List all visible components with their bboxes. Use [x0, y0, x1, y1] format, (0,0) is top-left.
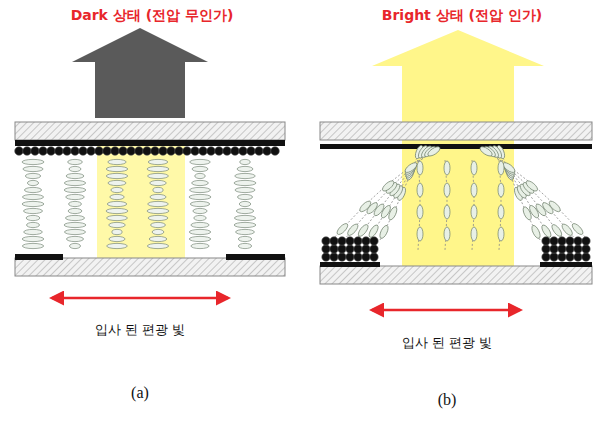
polarization-arrow — [52, 297, 228, 300]
bottom-electrode-right — [226, 254, 285, 260]
state-title: Dark 상태 (전압 무인가) — [71, 7, 234, 25]
panel-label: (a) — [131, 384, 149, 402]
dark-state-cell — [15, 28, 285, 298]
top-glass — [320, 122, 592, 140]
bright-state-cell — [320, 30, 592, 310]
bottom-electrode-left — [320, 262, 380, 267]
bottom-electrode-right — [540, 262, 592, 267]
field-lines — [332, 150, 588, 250]
incident-light-label: 입사 된 편광 빛 — [95, 321, 185, 339]
panel-label: (b) — [438, 391, 457, 409]
top-glass — [15, 122, 285, 140]
bottom-glass — [15, 258, 285, 276]
top-electrode — [15, 140, 285, 146]
vertical-lc-molecules — [22, 159, 256, 248]
blocked-light-arrow — [72, 28, 208, 118]
state-title: Bright 상태 (전압 인가) — [382, 7, 542, 25]
horizontal-lc-row — [15, 147, 280, 156]
polarization-arrow — [372, 309, 520, 312]
tilted-lc-molecules — [335, 144, 584, 241]
bottom-electrode-left — [15, 254, 63, 260]
bottom-glass — [320, 266, 592, 284]
incident-light-label: 입사 된 편광 빛 — [402, 334, 492, 352]
electrode-lc-clusters — [322, 237, 590, 261]
top-electrode — [320, 144, 592, 149]
light-column — [97, 140, 185, 265]
